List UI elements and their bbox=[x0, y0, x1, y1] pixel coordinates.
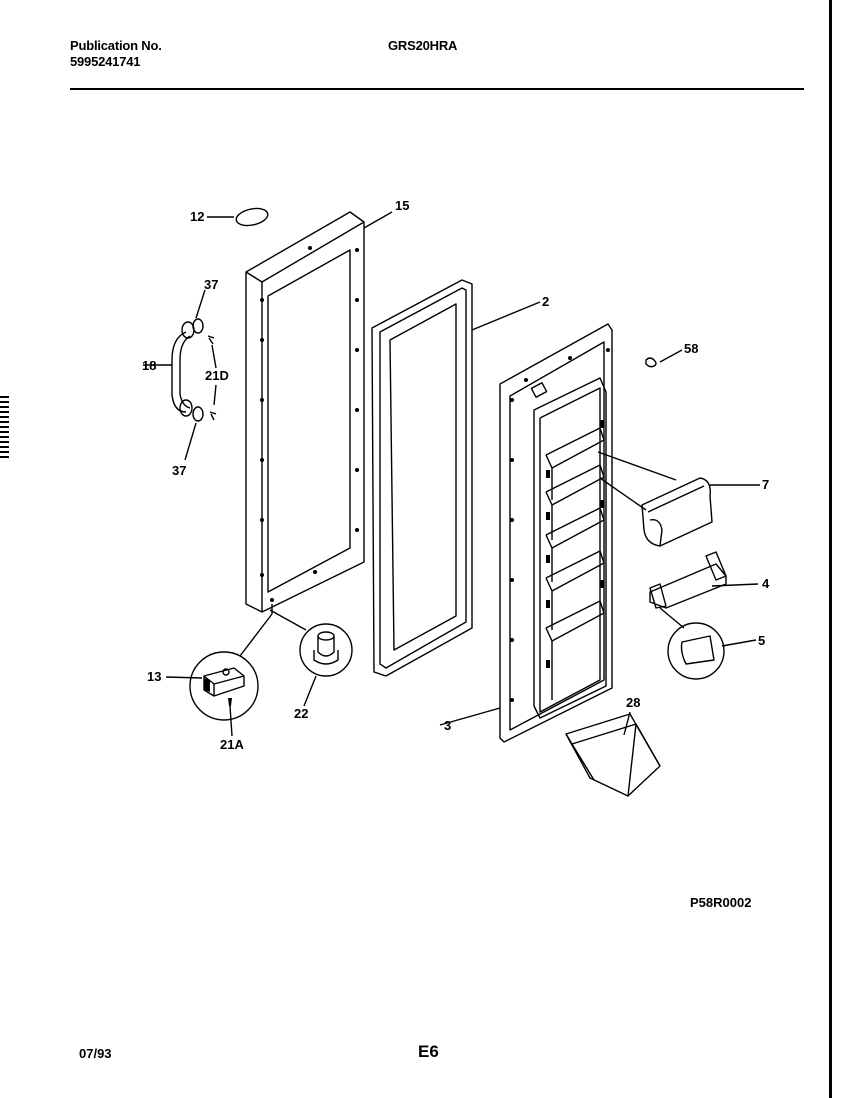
diagram-reference-code: P58R0002 bbox=[690, 895, 751, 910]
header-rule bbox=[70, 88, 804, 90]
part-13-hinge-detail bbox=[165, 604, 273, 721]
callout-58: 58 bbox=[684, 341, 698, 356]
callout-13: 13 bbox=[147, 669, 161, 684]
callout-28: 28 bbox=[626, 695, 640, 710]
callout-labels: 12 15 37 18 21D 37 2 58 7 4 5 13 22 21A … bbox=[79, 198, 770, 1061]
callout-2: 2 bbox=[542, 294, 549, 309]
part-58-clip bbox=[645, 349, 683, 368]
part-28-bin bbox=[565, 711, 661, 797]
part-7-dairy-door bbox=[597, 451, 760, 547]
part-12-badge bbox=[235, 207, 269, 227]
publication-label: Publication No. bbox=[70, 38, 162, 53]
part-2-door-gasket bbox=[371, 279, 541, 677]
callout-3: 3 bbox=[444, 718, 451, 733]
callout-37-top: 37 bbox=[204, 277, 218, 292]
callout-7: 7 bbox=[762, 477, 769, 492]
footer-date: 07/93 bbox=[79, 1046, 112, 1061]
part-37-end-caps bbox=[179, 289, 206, 461]
footer-page-number: E6 bbox=[418, 1042, 439, 1061]
callout-4: 4 bbox=[762, 576, 770, 591]
part-21D-screws bbox=[207, 335, 217, 421]
callout-21D: 21D bbox=[205, 368, 229, 383]
part-15-door-frame bbox=[245, 211, 393, 613]
model-number: GRS20HRA bbox=[388, 38, 458, 53]
callout-22: 22 bbox=[294, 706, 308, 721]
page-border-right bbox=[829, 0, 832, 1098]
binding-marks bbox=[0, 396, 9, 458]
part-3-inner-liner bbox=[439, 323, 613, 743]
part-22-plug-detail bbox=[269, 609, 353, 707]
callout-18: 18 bbox=[142, 358, 156, 373]
part-4-door-rack bbox=[649, 551, 759, 609]
callout-15: 15 bbox=[395, 198, 409, 213]
callout-21A: 21A bbox=[220, 737, 244, 752]
part-5-detail-circle bbox=[659, 607, 757, 680]
callout-37-bottom: 37 bbox=[172, 463, 186, 478]
callout-5: 5 bbox=[758, 633, 765, 648]
publication-number: 5995241741 bbox=[70, 54, 141, 69]
callout-12: 12 bbox=[190, 209, 204, 224]
